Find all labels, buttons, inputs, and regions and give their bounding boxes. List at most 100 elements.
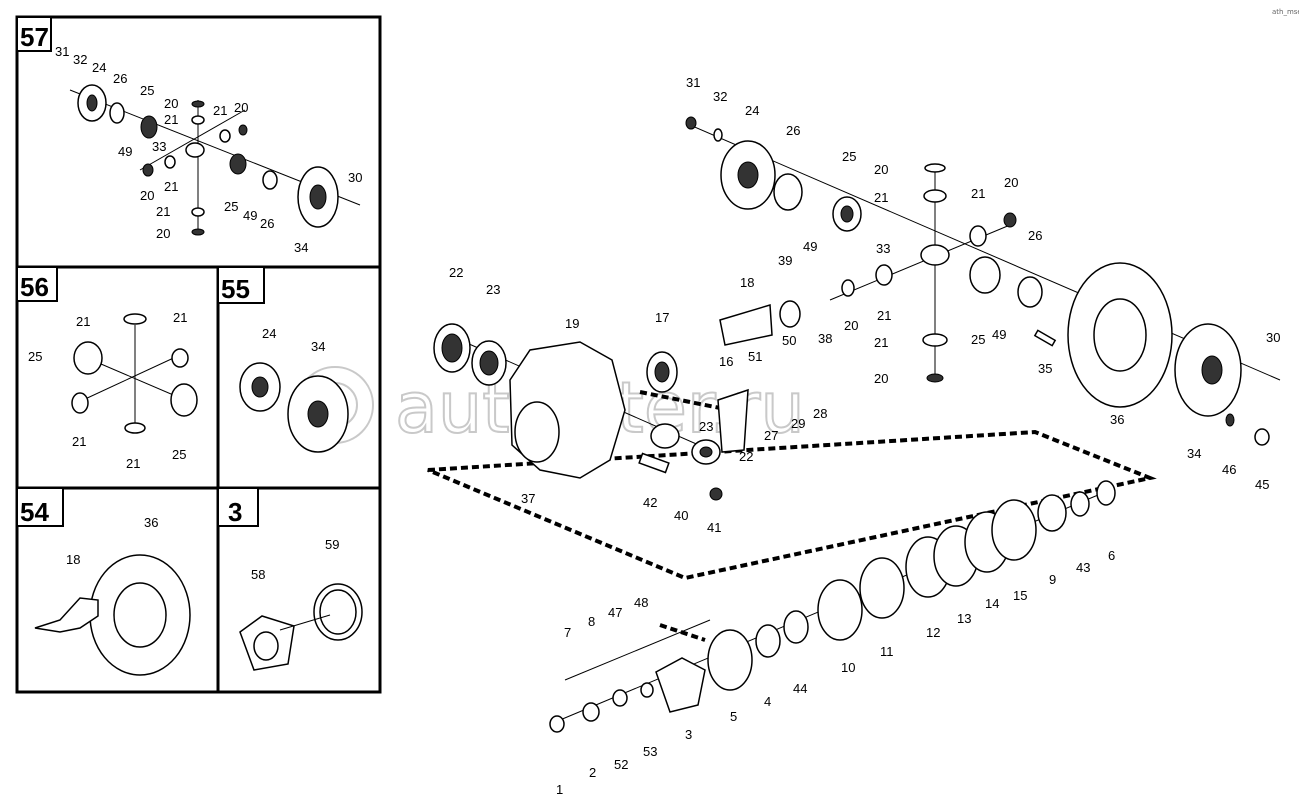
corner-mark: ath_mse [1272,8,1299,16]
part-label: 13 [957,611,971,626]
box-57-number: 57 [20,22,49,52]
part-label: 59 [325,537,339,552]
part-label: 43 [1076,560,1090,575]
part-label: 33 [152,139,166,154]
part-label: 49 [118,144,132,159]
part-label: 21 [874,190,888,205]
part-label: 30 [1266,330,1280,345]
part-label: 53 [643,744,657,759]
part-label: 52 [614,757,628,772]
part-label: 49 [803,239,817,254]
part-label: 5 [730,709,737,724]
part-label: 2 [589,765,596,780]
box-frames: 57 56 55 54 3 [15,15,382,694]
part-label: 18 [66,552,80,567]
part-label: 15 [1013,588,1027,603]
part-label: 29 [791,416,805,431]
part-label: 25 [971,332,985,347]
box-54-drawing [34,554,191,676]
part-label: 22 [739,449,753,464]
part-label: 42 [643,495,657,510]
part-label: 20 [234,100,248,115]
box-56-labels: 21 21 25 21 21 25 [28,310,187,471]
part-label: 36 [144,515,158,530]
box-56-number: 56 [20,272,49,302]
box-3-labels: 58 59 [251,537,339,582]
part-label: 21 [877,308,891,323]
part-label: 21 [971,186,985,201]
part-label: 24 [262,326,276,341]
part-label: 1 [556,782,563,797]
part-label: 21 [76,314,90,329]
part-label: 34 [311,339,325,354]
part-label: 3 [685,727,692,742]
part-label: 36 [1110,412,1124,427]
part-label: 25 [140,83,154,98]
part-label: 6 [1108,548,1115,563]
part-label: 26 [786,123,800,138]
part-label: 9 [1049,572,1056,587]
part-label: 4 [764,694,771,709]
part-label: 8 [588,614,595,629]
part-label: 21 [874,335,888,350]
part-label: 21 [213,103,227,118]
part-label: 50 [782,333,796,348]
part-label: 25 [172,447,186,462]
box-55-drawing [239,362,349,453]
box-56-drawing [71,313,198,434]
part-label: 58 [251,567,265,582]
part-label: 25 [224,199,238,214]
part-label: 26 [260,216,274,231]
part-label: 32 [73,52,87,67]
part-label: 46 [1222,462,1236,477]
part-label: 11 [880,644,894,659]
part-label: 34 [294,240,308,255]
part-label: 27 [764,428,778,443]
part-label: 26 [113,71,127,86]
part-label: 16 [719,354,733,369]
box-55-labels: 24 34 [262,326,325,354]
box-54-number: 54 [20,497,49,527]
part-label: 44 [793,681,807,696]
part-label: 49 [243,208,257,223]
part-label: 31 [686,75,700,90]
part-label: 22 [449,265,463,280]
part-label: 20 [1004,175,1018,190]
part-label: 21 [72,434,86,449]
part-label: 41 [707,520,721,535]
box-57-labels: 31 32 24 26 25 20 21 21 20 49 33 20 21 2… [55,44,362,255]
part-label: 48 [634,595,648,610]
part-label: 26 [1028,228,1042,243]
part-label: 20 [874,371,888,386]
part-label: 45 [1255,477,1269,492]
part-label: 25 [28,349,42,364]
part-label: 30 [348,170,362,185]
part-label: 31 [55,44,69,59]
part-label: 39 [778,253,792,268]
part-label: 12 [926,625,940,640]
part-label: 20 [844,318,858,333]
part-label: 49 [992,327,1006,342]
part-label: 21 [126,456,140,471]
part-label: 34 [1187,446,1201,461]
box-3-drawing [239,583,363,671]
part-label: 23 [699,419,713,434]
part-label: 25 [842,149,856,164]
part-label: 21 [164,112,178,127]
main-exploded-view [427,116,1281,733]
part-label: 21 [156,204,170,219]
part-label: 23 [486,282,500,297]
part-label: 37 [521,491,535,506]
part-label: 33 [876,241,890,256]
part-label: 7 [564,625,571,640]
box-55-number: 55 [221,274,250,304]
part-label: 24 [745,103,759,118]
part-label: 20 [156,226,170,241]
part-label: 19 [565,316,579,331]
part-label: 18 [740,275,754,290]
box-54-labels: 36 18 [66,515,158,567]
part-label: 20 [140,188,154,203]
part-label: 47 [608,605,622,620]
